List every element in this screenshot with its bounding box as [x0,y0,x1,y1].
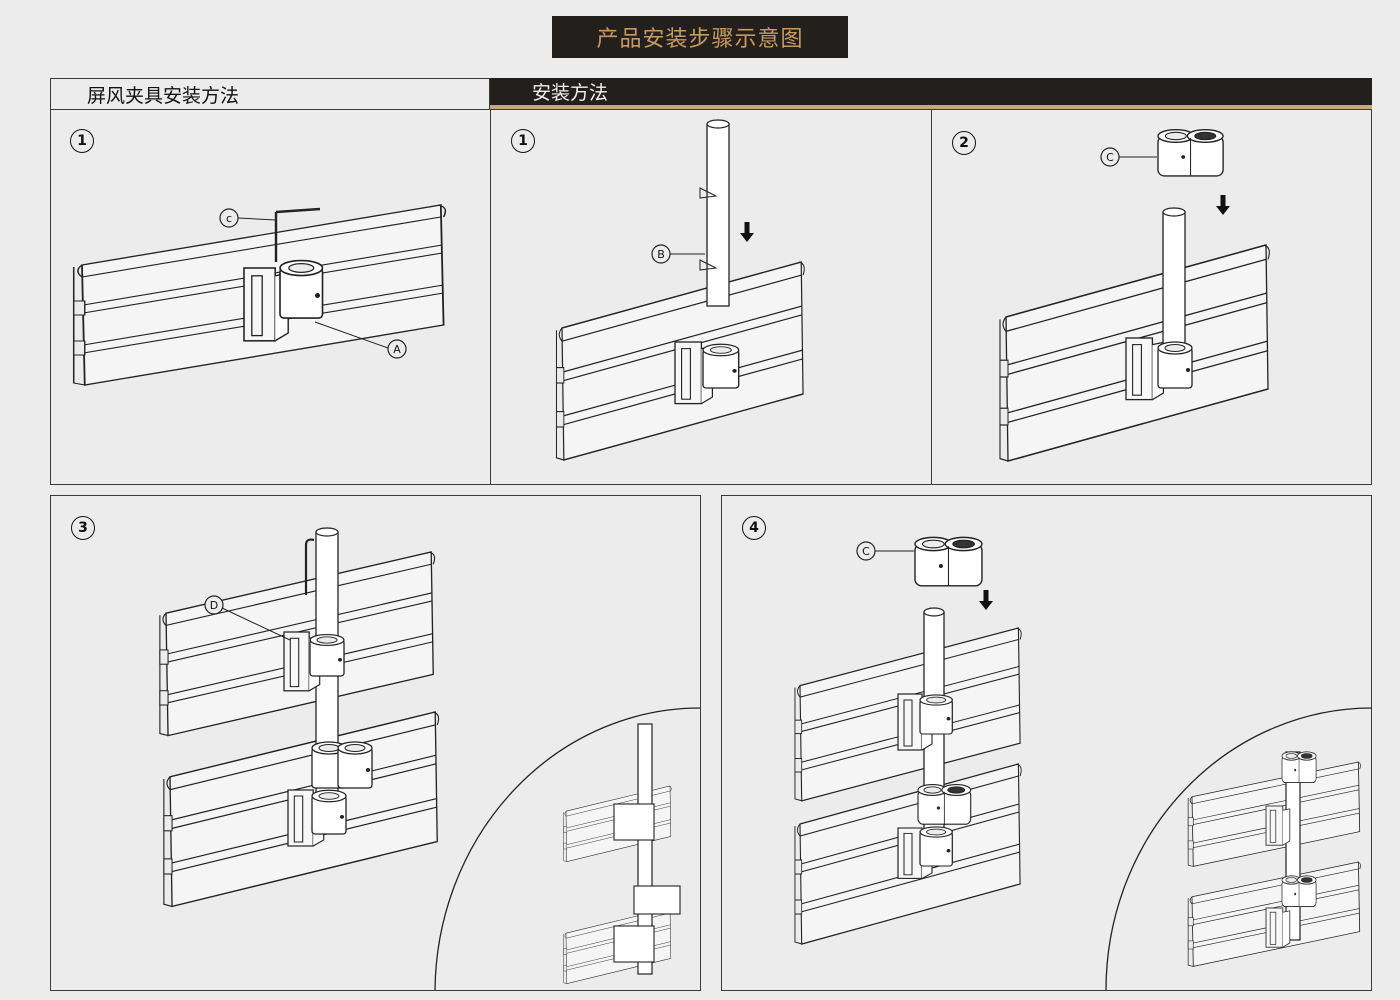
panel-install-step-2 [931,109,1372,485]
label-a: A [393,343,401,356]
panel-install-step-3 [50,495,701,991]
label-c-callout [219,208,277,228]
label-b-callout [651,244,705,264]
down-arrow-icon [979,590,993,610]
label-d-callout [204,595,291,641]
install-step4-drawing [794,536,1022,945]
header-install-method: 安装方法 [490,78,1372,110]
step-number-3: 3 [71,516,95,540]
install-step3-drawing [159,527,440,908]
down-arrow-icon [1216,195,1230,215]
label-c3-callout [856,541,914,561]
step-number-4: 4 [742,516,766,540]
label-b: B [657,248,665,261]
install-step1-drawing [555,119,805,461]
label-a-callout [314,321,407,359]
step-number-1-install: 1 [511,129,535,153]
page-title: 产品安装步骤示意图 [552,16,848,58]
label-c3: C [862,545,870,558]
step-number-2: 2 [952,131,976,155]
step-number-1-clamp: 1 [70,129,94,153]
panel-install-step-4 [721,495,1372,991]
label-c2-callout [1100,147,1157,167]
inset-arc-2 [1105,707,1373,991]
label-c: c [226,212,232,225]
page-title-text: 产品安装步骤示意图 [596,27,804,52]
label-d: D [210,599,218,612]
inset-arc [434,707,701,991]
header-install-method-text: 安装方法 [532,82,609,104]
header-screen-clamp-text: 屏风夹具安装方法 [87,84,240,107]
install-step2-drawing [999,129,1271,462]
label-c2: C [1106,151,1114,164]
inset-side-view-step4 [1187,751,1361,967]
inset-side-view-step3 [563,723,681,984]
down-arrow-icon [740,222,754,242]
clamp-install-drawing [72,204,447,386]
